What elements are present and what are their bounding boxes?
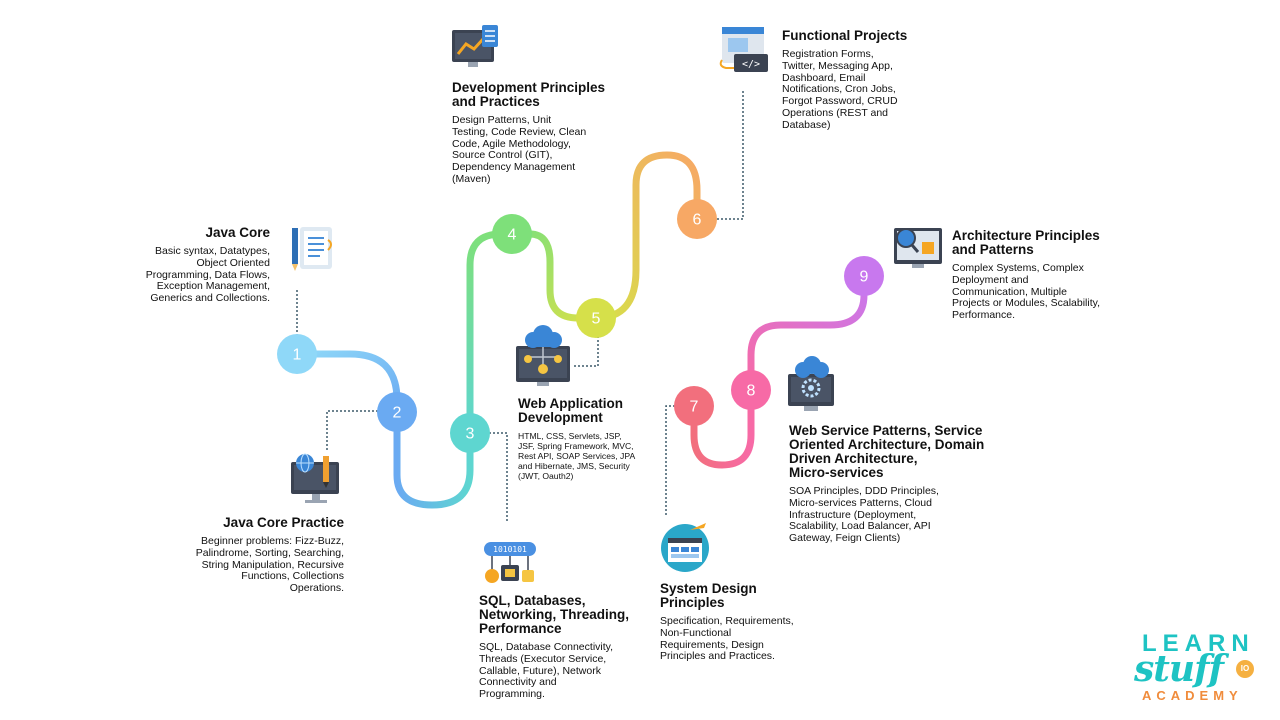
step-node-3 <box>450 413 490 453</box>
dev-principles-title: Development Principles and Practices <box>452 80 606 109</box>
step-nodes: 1 2 3 4 5 6 7 8 9 <box>277 199 884 453</box>
connector-6 <box>713 90 744 220</box>
sql-desc: SQL, Database Connectivity, Threads (Exe… <box>479 641 614 701</box>
step-node-label-8: 8 <box>747 383 756 400</box>
monitor-globe-icon <box>291 453 339 503</box>
system-design-desc: Specification, Requirements, Non-Functio… <box>660 615 794 663</box>
web-app-title: Web Application Development <box>518 396 624 425</box>
step-node-4 <box>492 214 532 254</box>
path-3-4 <box>466 230 516 437</box>
step-node-9 <box>844 256 884 296</box>
logo-academy: ACADEMY <box>1142 688 1243 703</box>
step-node-label-4: 4 <box>508 227 517 244</box>
notepad-icon <box>292 227 332 271</box>
step-node-7 <box>674 386 714 426</box>
step-node-5 <box>576 298 616 338</box>
architecture-desc: Complex Systems, Complex Deployment and … <box>952 262 1101 322</box>
block-sql: SQL, Databases, Networking, Threading, P… <box>479 594 649 701</box>
web-app-desc: HTML, CSS, Servlets, JSP, JSF, Spring Fr… <box>518 431 636 481</box>
system-design-title: System Design Principles <box>660 581 757 610</box>
java-core-title: Java Core <box>205 225 270 240</box>
connector-3 <box>485 432 508 522</box>
functional-title: Functional Projects <box>782 28 908 43</box>
step-node-label-6: 6 <box>693 212 702 229</box>
cloud-monitor-icon <box>516 325 570 386</box>
web-service-desc: SOA Principles, DDD Principles, Micro-se… <box>789 485 939 545</box>
java-core-practice-title: Java Core Practice <box>223 515 344 530</box>
step-node-8 <box>731 370 771 410</box>
step-node-label-7: 7 <box>690 399 699 416</box>
path-7-8 <box>690 386 755 469</box>
step-node-6 <box>677 199 717 239</box>
sql-title: SQL, Databases, Networking, Threading, P… <box>479 593 630 636</box>
path-8-9 <box>747 272 868 394</box>
java-core-practice-desc: Beginner problems: Fizz-Buzz, Palindrome… <box>195 535 344 595</box>
block-web-app: Web Application Development HTML, CSS, S… <box>518 396 658 482</box>
path-2-3 <box>393 408 474 509</box>
connector-2 <box>326 410 382 452</box>
step-node-label-1: 1 <box>293 347 302 364</box>
block-system-design: System Design Principles Specification, … <box>660 582 820 663</box>
step-node-1 <box>277 334 317 374</box>
logo-learn: LEARN <box>1142 630 1255 657</box>
connector-5 <box>573 336 599 367</box>
svg-text:1010101: 1010101 <box>493 545 527 554</box>
block-dev-principles: Development Principles and Practices Des… <box>452 81 622 186</box>
step-node-label-5: 5 <box>592 311 601 328</box>
step-node-2 <box>377 392 417 432</box>
svg-text:</>: </> <box>742 59 760 70</box>
blueprint-icon <box>661 523 709 572</box>
block-web-service: Web Service Patterns, Service Oriented A… <box>789 424 999 545</box>
step-node-label-3: 3 <box>466 426 475 443</box>
block-functional: Functional Projects Registration Forms, … <box>782 29 922 132</box>
cloud-gear-icon <box>788 356 834 411</box>
path-4-5 <box>508 230 600 322</box>
magnifier-monitor-icon <box>894 228 942 268</box>
block-java-core-practice: Java Core Practice Beginner problems: Fi… <box>168 516 344 595</box>
web-service-title: Web Service Patterns, Service Oriented A… <box>789 423 985 480</box>
step-node-label-2: 2 <box>393 405 402 422</box>
logo-stuff: stuff <box>1134 648 1224 690</box>
block-architecture: Architecture Principles and Patterns Com… <box>952 229 1127 322</box>
dev-principles-desc: Design Patterns, Unit Testing, Code Revi… <box>452 114 587 185</box>
logo-io-badge: IO <box>1236 660 1254 678</box>
connector-7 <box>665 405 679 516</box>
block-java-core: Java Core Basic syntax, Datatypes, Objec… <box>120 226 270 305</box>
java-core-desc: Basic syntax, Datatypes, Object Oriented… <box>145 245 270 305</box>
roadmap-path <box>293 151 868 509</box>
learnstuff-logo: LEARN stuff IO ACADEMY <box>1130 630 1270 710</box>
path-5-6 <box>592 151 701 322</box>
step-node-label-9: 9 <box>860 269 869 286</box>
code-window-icon: </> <box>719 27 768 72</box>
architecture-title: Architecture Principles and Patterns <box>952 228 1100 257</box>
monitor-chart-icon <box>452 25 498 67</box>
database-chip-icon: 1010101 <box>484 542 536 583</box>
functional-desc: Registration Forms, Twitter, Messaging A… <box>782 48 898 131</box>
